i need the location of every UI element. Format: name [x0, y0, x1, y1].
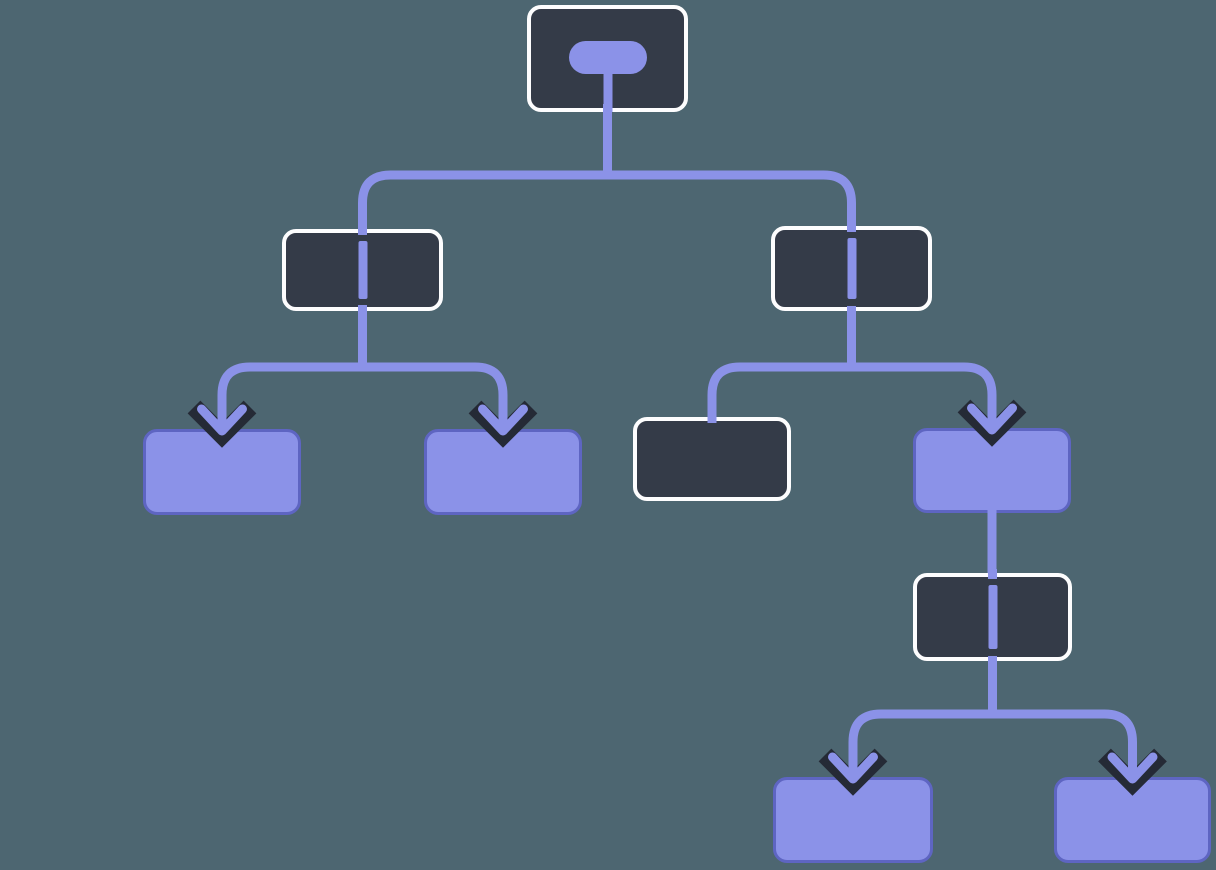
arrow-down-icon [468, 397, 538, 448]
root-pill-icon [568, 41, 647, 74]
arrow-down-icon [187, 397, 257, 448]
connector-bottom-branch [848, 709, 1137, 782]
arrow-head [478, 404, 528, 436]
connector-root-branch [358, 170, 856, 231]
arrow-head [1107, 752, 1158, 784]
connector-left-branch [217, 362, 508, 434]
pass-through-line-icon [358, 241, 367, 299]
root-stem-icon [603, 69, 612, 112]
arrow-down-icon [818, 745, 888, 796]
pass-through-line-icon [988, 585, 997, 649]
tree-node-branch-bottom[interactable] [913, 573, 1072, 661]
arrow-down-icon [957, 396, 1027, 447]
arrow-head [828, 752, 878, 784]
connector-right-branch [707, 362, 997, 434]
pass-through-line-icon [847, 238, 856, 299]
arrow-head [197, 404, 247, 436]
arrow-head [967, 403, 1017, 435]
arrow-down-icon [1098, 745, 1167, 796]
